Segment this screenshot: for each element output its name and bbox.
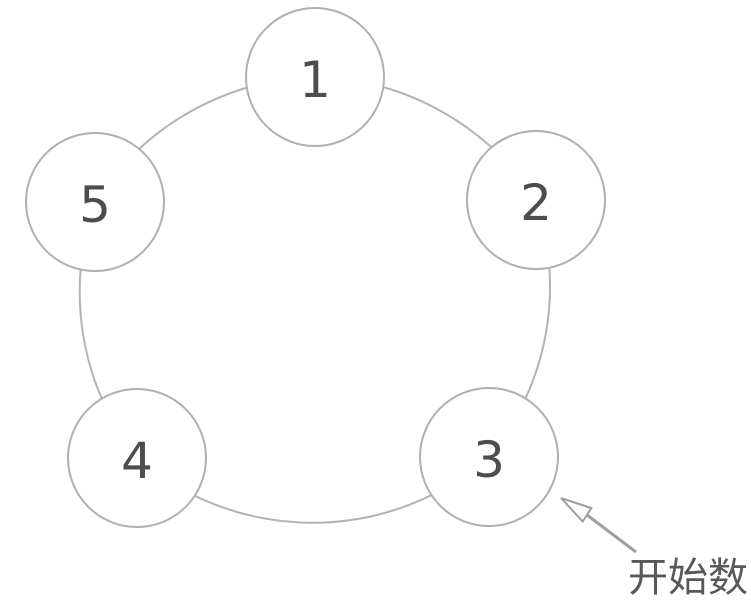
node-3-circle — [419, 387, 559, 527]
node-4-circle — [67, 388, 207, 528]
node-4-label: 4 — [121, 432, 153, 490]
node-2-label: 2 — [520, 174, 552, 232]
node-5: 5 — [25, 132, 165, 272]
node-4: 4 — [67, 388, 207, 528]
node-5-label: 5 — [79, 176, 111, 234]
node-1: 1 — [245, 7, 385, 147]
start-annotation: 开始数 — [560, 497, 748, 601]
node-2-circle — [466, 130, 606, 270]
arrow-shaft — [586, 513, 637, 554]
node-1-circle — [245, 7, 385, 147]
node-3: 3 — [419, 387, 559, 527]
annotation-label: 开始数 — [628, 555, 748, 601]
node-1-label: 1 — [299, 51, 331, 109]
arrowhead-icon — [560, 497, 593, 524]
node-2: 2 — [466, 130, 606, 270]
node-5-circle — [25, 132, 165, 272]
node-3-label: 3 — [473, 431, 505, 489]
